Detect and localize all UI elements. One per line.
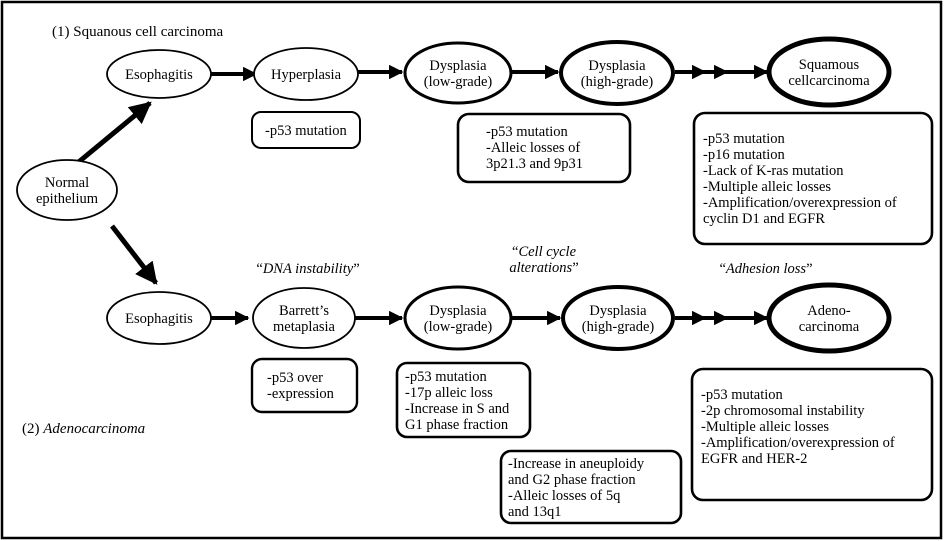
node-dysplasia-high-top: Dysplasia(high-grade) bbox=[559, 40, 675, 106]
svg-text:Dysplasia(low-grade): Dysplasia(low-grade) bbox=[424, 303, 493, 335]
text-line: (high-grade) bbox=[581, 74, 654, 90]
section-title-adenocarcinoma: (2) Adenocarcinoma bbox=[22, 421, 145, 437]
text-line: cellcarcinoma bbox=[788, 73, 870, 89]
svg-text:“DNA instability”: “DNA instability” bbox=[256, 261, 359, 277]
box-barretts-mutations: -p53 over-expression bbox=[250, 357, 359, 414]
text-line: -p16 mutation bbox=[703, 147, 786, 163]
stage-label-adhesion-loss: “Adhesion loss” bbox=[719, 261, 812, 277]
arrow-normal-to-esophagitis-top bbox=[73, 101, 152, 167]
text-line: -p53 mutation bbox=[486, 124, 569, 140]
arrow-normal-to-esophagitis-bottom bbox=[110, 224, 158, 285]
text-line: cyclin D1 and EGFR bbox=[703, 211, 825, 227]
text-line: Dysplasia bbox=[589, 303, 647, 319]
text-line: -p53 mutation bbox=[701, 387, 784, 403]
text-line: metaplasia bbox=[273, 319, 336, 335]
box-dysplasia-low-bottom-mutations: -p53 mutation-17p alleic loss-Increase i… bbox=[395, 361, 532, 439]
text-line: -expression bbox=[267, 386, 335, 402]
stage-label-dna-instability: “DNA instability” bbox=[256, 261, 359, 277]
text-line: -Increase in aneuploidy bbox=[508, 456, 645, 472]
text-line: epithelium bbox=[36, 191, 99, 207]
text-line: -2p chromosomal instability bbox=[701, 403, 865, 419]
text-line: -Multiple alleic losses bbox=[701, 419, 829, 435]
text-line: Hyperplasia bbox=[271, 67, 342, 83]
pathway-arrows bbox=[73, 64, 769, 326]
section-title-squamous: (1) Squanous cell carcinoma bbox=[52, 24, 224, 40]
node-adenocarcinoma: Adeno-carcinoma bbox=[766, 282, 892, 354]
text-line: Esophagitis bbox=[125, 311, 193, 327]
text-line: carcinoma bbox=[799, 319, 860, 335]
box-squamous-mutations: -p53 mutation-p16 mutation-Lack of K-ras… bbox=[692, 111, 934, 246]
text-line: -17p alleic loss bbox=[405, 385, 493, 401]
text-line: EGFR and HER-2 bbox=[701, 451, 807, 467]
node-dysplasia-low-top: Dysplasia(low-grade) bbox=[403, 41, 513, 105]
text-line: “DNA instability” bbox=[256, 261, 359, 277]
svg-text:-p53 mutation-2p chromosomal i: -p53 mutation-2p chromosomal instability… bbox=[701, 387, 895, 467]
text-line: (low-grade) bbox=[424, 74, 493, 90]
text-line: -p53 mutation bbox=[405, 369, 488, 385]
text-line: (low-grade) bbox=[424, 319, 493, 335]
node-hyperplasia: Hyperplasia bbox=[253, 47, 359, 101]
svg-text:Esophagitis: Esophagitis bbox=[125, 67, 193, 83]
node-esophagitis-top: Esophagitis bbox=[106, 49, 212, 99]
svg-text:-p53 mutation-p16 mutation-Lac: -p53 mutation-p16 mutation-Lack of K-ras… bbox=[703, 131, 897, 227]
svg-text:Hyperplasia: Hyperplasia bbox=[271, 67, 342, 83]
text-line: Adeno- bbox=[807, 303, 851, 319]
text-line: G1 phase fraction bbox=[405, 417, 509, 433]
text-line: -Increase in S and bbox=[405, 401, 510, 417]
text-line: -Amplification/overexpression of bbox=[701, 435, 895, 451]
text-line: (high-grade) bbox=[582, 319, 655, 335]
text-line: Squamous bbox=[799, 57, 860, 73]
text-line: Esophagitis bbox=[125, 67, 193, 83]
svg-text:-p53 mutation-17p alleic loss-: -p53 mutation-17p alleic loss-Increase i… bbox=[405, 369, 510, 433]
text-line: -p53 mutation bbox=[703, 131, 786, 147]
text-line: -Multiple alleic losses bbox=[703, 179, 831, 195]
text-line: “Adhesion loss” bbox=[719, 261, 812, 277]
text-line: -Lack of K-ras mutation bbox=[703, 163, 844, 179]
text-line: Dysplasia bbox=[429, 58, 487, 74]
text-line: -Alleic losses of bbox=[486, 140, 580, 156]
text-line: -p53 mutation bbox=[265, 123, 348, 139]
text-line: “Cell cycle bbox=[512, 244, 577, 260]
node-dysplasia-high-bottom: Dysplasia(high-grade) bbox=[561, 285, 675, 351]
text-line: -Amplification/overexpression of bbox=[703, 195, 897, 211]
text-line: -p53 over bbox=[267, 370, 323, 386]
text-line: Dysplasia bbox=[429, 303, 487, 319]
svg-text:“Adhesion loss”: “Adhesion loss” bbox=[719, 261, 812, 277]
box-hyperplasia-mutations: -p53 mutation bbox=[251, 111, 361, 149]
node-dysplasia-low-bottom: Dysplasia(low-grade) bbox=[403, 285, 513, 351]
text-line: Barrett’s bbox=[279, 303, 329, 319]
text-line: and G2 phase fraction bbox=[508, 472, 636, 488]
svg-text:Adeno-carcinoma: Adeno-carcinoma bbox=[799, 303, 860, 335]
svg-text:Dysplasia(high-grade): Dysplasia(high-grade) bbox=[581, 58, 654, 90]
box-adenocarcinoma-mutations: -p53 mutation-2p chromosomal instability… bbox=[690, 367, 934, 502]
svg-text:-p53 over-expression: -p53 over-expression bbox=[267, 370, 335, 402]
text-line: and 13q1 bbox=[508, 504, 562, 520]
text-line: -Alleic losses of 5q bbox=[508, 488, 620, 504]
svg-text:Dysplasia(high-grade): Dysplasia(high-grade) bbox=[582, 303, 655, 335]
node-esophagitis-bottom: Esophagitis bbox=[106, 291, 212, 345]
text-line: Normal bbox=[45, 175, 89, 191]
svg-text:Esophagitis: Esophagitis bbox=[125, 311, 193, 327]
text-line: Dysplasia bbox=[588, 58, 646, 74]
text-line: alterations” bbox=[509, 260, 578, 276]
svg-text:-p53 mutation: -p53 mutation bbox=[265, 123, 348, 139]
svg-text:Dysplasia(low-grade): Dysplasia(low-grade) bbox=[424, 58, 493, 90]
text-line: 3p21.3 and 9p31 bbox=[486, 156, 583, 172]
